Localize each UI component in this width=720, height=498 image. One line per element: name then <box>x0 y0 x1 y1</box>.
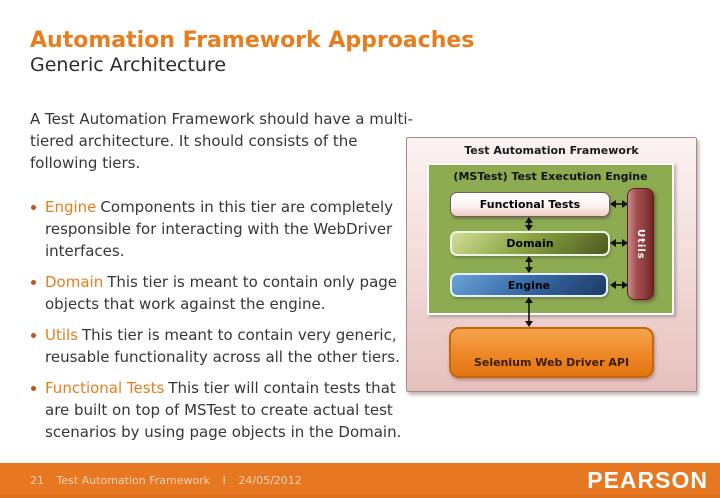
double-arrow-engine-selenium-icon <box>525 297 533 327</box>
intro-paragraph: A Test Automation Framework should have … <box>30 110 414 172</box>
bullet-domain-keyword: Domain <box>45 273 104 291</box>
footer-page-number: 21 <box>30 474 44 487</box>
bullet-engine-keyword: Engine <box>45 198 97 216</box>
domain-box: Domain <box>450 231 610 256</box>
bullet-functional-tests-keyword: Functional Tests <box>45 379 165 397</box>
utils-bar: Utils <box>627 188 654 300</box>
bullet-engine-text: Components in this tier are completely r… <box>45 198 394 260</box>
double-arrow-ft-domain-icon <box>525 217 533 231</box>
double-arrow-ft-utils-icon <box>610 200 628 208</box>
pearson-logo: PEARSON <box>587 467 708 493</box>
functional-tests-label: Functional Tests <box>479 198 581 211</box>
execution-engine-label: (MSTest) Test Execution Engine <box>453 170 648 183</box>
footer-meta: 21 Test Automation Framework I 24/05/201… <box>30 474 311 487</box>
double-arrow-domain-utils-icon <box>610 239 628 247</box>
footer-separator: I <box>222 474 226 487</box>
double-arrow-domain-engine-icon <box>525 256 533 273</box>
bullet-functional-tests-text: This tier will contain tests that are bu… <box>45 379 402 441</box>
page-title: Automation Framework Approaches <box>30 28 475 53</box>
selenium-webdriver-box: Selenium Web Driver API <box>449 327 654 378</box>
body-text-column: A Test Automation Framework should have … <box>30 108 418 452</box>
architecture-diagram: Test Automation Framework (MSTest) Test … <box>406 137 697 392</box>
footer-date: 24/05/2012 <box>238 474 302 487</box>
page-subtitle: Generic Architecture <box>30 54 227 76</box>
engine-label: Engine <box>507 278 551 292</box>
bullet-utils-keyword: Utils <box>45 326 79 344</box>
domain-label: Domain <box>506 237 554 250</box>
bullet-utils-text: This tier is meant to contain very gener… <box>45 326 400 366</box>
engine-box: Engine <box>450 273 608 297</box>
framework-container-label: Test Automation Framework <box>464 144 639 157</box>
functional-tests-box: Functional Tests <box>450 192 610 217</box>
double-arrow-engine-utils-icon <box>610 281 628 289</box>
utils-label: Utils <box>635 228 646 260</box>
footer-doc-title: Test Automation Framework <box>56 474 211 487</box>
footer-bar: 21 Test Automation Framework I 24/05/201… <box>0 463 720 498</box>
selenium-webdriver-label: Selenium Web Driver API <box>473 356 630 369</box>
bullet-domain-text: This tier is meant to contain only page … <box>45 273 398 313</box>
